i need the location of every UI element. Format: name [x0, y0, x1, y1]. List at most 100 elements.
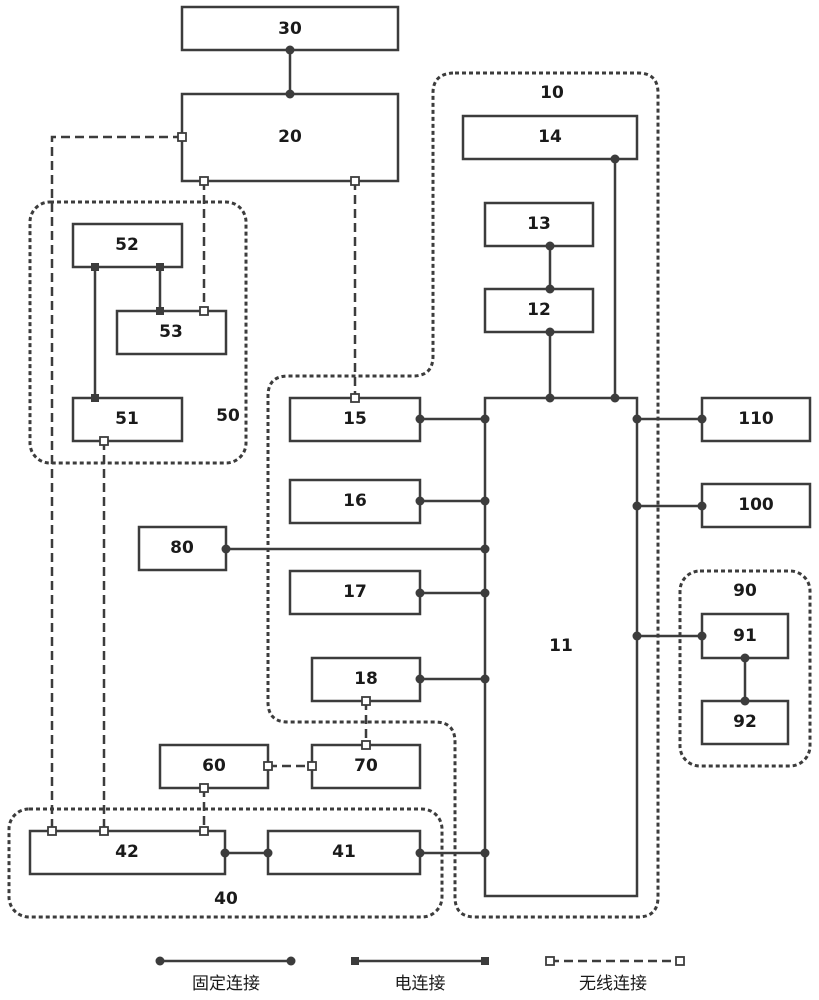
electrical-joints [91, 263, 164, 402]
svg-text:60: 60 [202, 756, 226, 776]
block-12: 12 [483, 287, 595, 334]
block-110: 110 [700, 396, 812, 443]
svg-text:51: 51 [115, 409, 139, 429]
svg-text:53: 53 [159, 322, 183, 342]
block-11: 11 [483, 396, 639, 898]
joint [480, 588, 490, 598]
e-joint [156, 263, 164, 271]
joint [740, 696, 750, 706]
joint [480, 414, 490, 424]
svg-text:14: 14 [538, 127, 562, 147]
svg-text:41: 41 [332, 842, 356, 862]
joint [285, 45, 295, 55]
svg-text:18: 18 [354, 669, 378, 689]
legend-wireless-label: 无线连接 [579, 974, 647, 994]
svg-text:110: 110 [738, 409, 774, 429]
group-90-outline [678, 569, 812, 768]
joint [415, 414, 425, 424]
joint [480, 496, 490, 506]
legend-electrical-label: 电连接 [395, 974, 446, 994]
joint [263, 848, 273, 858]
joint [480, 544, 490, 554]
svg-text:80: 80 [170, 538, 194, 558]
block-80: 80 [137, 525, 228, 572]
block-51: 51 [71, 396, 184, 443]
block-91: 91 [700, 612, 790, 660]
legend: 固定连接 电连接 无线连接 [155, 956, 685, 994]
joint [632, 501, 642, 511]
svg-text:16: 16 [343, 491, 367, 511]
joint [610, 393, 620, 403]
svg-text:52: 52 [115, 235, 139, 255]
e-joint [156, 307, 164, 315]
w-joint [199, 306, 209, 316]
joint [415, 674, 425, 684]
block-13: 13 [483, 201, 595, 248]
joint [415, 496, 425, 506]
svg-text:100: 100 [738, 495, 774, 515]
joint [632, 414, 642, 424]
fixed-connections [225, 50, 747, 855]
joint [632, 631, 642, 641]
w-joint [350, 393, 360, 403]
joint [740, 653, 750, 663]
joint [697, 501, 707, 511]
w-joint [361, 740, 371, 750]
wireless-connections [50, 135, 368, 831]
w-joint [199, 826, 209, 836]
joint [480, 674, 490, 684]
joint [415, 588, 425, 598]
svg-text:70: 70 [354, 756, 378, 776]
block-100: 100 [700, 482, 812, 529]
svg-text:12: 12 [527, 300, 551, 320]
joint [220, 848, 230, 858]
group-40-outline [7, 807, 444, 919]
svg-text:13: 13 [527, 214, 551, 234]
block-30: 30 [180, 5, 400, 52]
group-40-label: 40 [214, 889, 238, 909]
w-joint [99, 436, 109, 446]
joint [697, 414, 707, 424]
joint [285, 89, 295, 99]
group-10-label: 10 [540, 83, 564, 103]
joint [545, 327, 555, 337]
svg-text:15: 15 [343, 409, 367, 429]
w-joint [350, 176, 360, 186]
joint [610, 154, 620, 164]
block-14: 14 [461, 114, 639, 161]
svg-text:17: 17 [343, 582, 367, 602]
group-90-label: 90 [733, 581, 757, 601]
block-42: 42 [28, 829, 227, 876]
joint [545, 241, 555, 251]
w-joint [263, 761, 273, 771]
svg-text:11: 11 [549, 636, 573, 656]
group-50-outline [28, 200, 248, 465]
block-53: 53 [115, 309, 228, 356]
electrical-connections [93, 267, 162, 398]
block-70: 70 [310, 743, 422, 790]
w-joint [47, 826, 57, 836]
joint [545, 284, 555, 294]
e-joint [91, 263, 99, 271]
joint [697, 631, 707, 641]
svg-text:91: 91 [733, 626, 757, 646]
wireless-joints [47, 132, 371, 836]
joint [545, 393, 555, 403]
w-joint [361, 696, 371, 706]
legend-electrical: 电连接 [351, 957, 489, 994]
block-92: 92 [700, 699, 790, 746]
svg-text:20: 20 [278, 127, 302, 147]
joint [221, 544, 231, 554]
fixed-joints [220, 45, 750, 858]
w-joint [307, 761, 317, 771]
legend-fixed: 固定连接 [155, 956, 296, 994]
block-16: 16 [288, 478, 422, 525]
svg-text:42: 42 [115, 842, 139, 862]
group-50-label: 50 [216, 406, 240, 426]
w-joint [99, 826, 109, 836]
legend-wireless: 无线连接 [545, 956, 685, 994]
block-20: 20 [180, 92, 400, 183]
block-18: 18 [310, 656, 422, 703]
wline-20-42 [50, 135, 182, 831]
